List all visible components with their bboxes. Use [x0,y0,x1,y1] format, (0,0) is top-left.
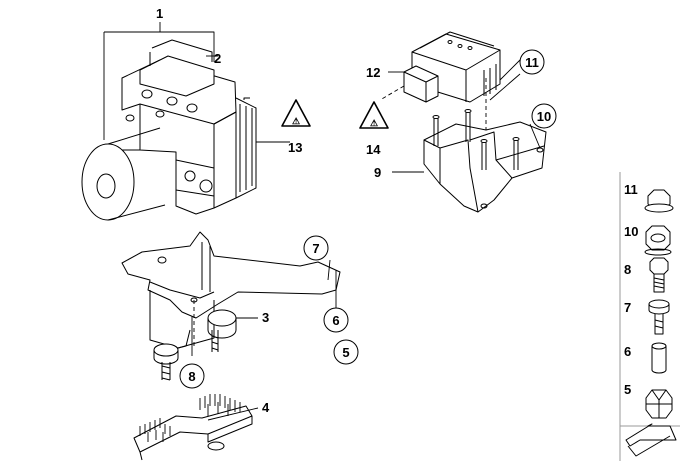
hex-bolt-icon[interactable] [649,257,669,293]
callout-14[interactable]: 14 [366,142,381,157]
callout-5[interactable]: 5 [342,345,349,360]
flange-nut-icon[interactable] [644,189,674,213]
callout-2[interactable]: 2 [214,51,221,66]
side-label-6: 6 [624,344,631,359]
warning-symbol-13: ⚠ [292,116,300,126]
callout-8[interactable]: 8 [188,369,195,384]
damper-pad[interactable] [133,394,253,461]
callout-3[interactable]: 3 [262,310,269,325]
warning-triangle-13 [281,99,311,127]
side-label-8: 8 [624,262,631,277]
callout-circles [179,49,557,389]
spacer-sleeve-icon[interactable] [651,342,667,374]
abs-hydraulic-unit[interactable] [81,39,257,221]
callout-10[interactable]: 10 [537,109,551,124]
rubber-mount-icon[interactable] [645,389,673,419]
callout-13[interactable]: 13 [288,140,302,155]
callout-6[interactable]: 6 [332,313,339,328]
abs-mounting-bracket[interactable] [121,231,341,381]
warning-symbol-14: ⚠ [370,118,378,128]
sensor-bracket[interactable] [423,109,547,213]
callout-12[interactable]: 12 [366,65,380,80]
callout-1[interactable]: 1 [156,6,163,21]
side-label-11: 11 [624,182,638,197]
side-label-10: 10 [624,224,638,239]
callout-7[interactable]: 7 [312,241,319,256]
side-label-7: 7 [624,300,631,315]
side-label-5: 5 [624,382,631,397]
side-parts-panel [619,172,680,461]
arrow-icon[interactable] [625,423,677,457]
callout-4[interactable]: 4 [262,400,270,415]
yaw-rate-sensor[interactable] [403,31,501,103]
leader-lines [103,22,541,421]
warning-triangle-14 [359,101,389,129]
hex-nut-icon[interactable] [644,225,672,256]
callout-11[interactable]: 11 [525,55,539,70]
callout-9[interactable]: 9 [374,165,381,180]
flange-bolt-icon[interactable] [648,299,670,335]
